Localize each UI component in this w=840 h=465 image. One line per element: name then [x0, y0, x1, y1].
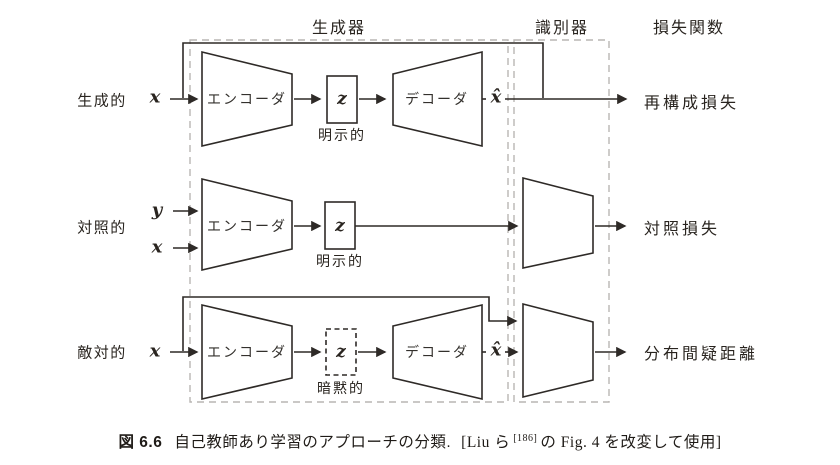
discriminator-column-header: 識別器: [534, 20, 590, 37]
row1-latent-box: [326, 75, 358, 124]
row1-output-xhat-symbol: x̂: [490, 86, 502, 108]
row3-output-xhat-symbol: x̂: [490, 339, 502, 361]
row2-input-x-symbol: x: [151, 236, 163, 258]
row2-input-y-symbol: y: [151, 199, 163, 221]
generator-column-header: 生成器: [311, 20, 367, 37]
row1-latent-note: 明示的: [318, 127, 366, 143]
caption-figure-number: 図 6.6: [118, 434, 163, 451]
row3-discriminator-trapezoid: [522, 302, 594, 399]
loss-function-column-header: 損失関数: [652, 20, 726, 37]
row1-decoder-trapezoid: [392, 50, 483, 148]
row3-category-label: 敵対的: [77, 344, 127, 362]
row3-encoder-label: エンコーダ: [207, 344, 287, 360]
row1-category-label: 生成的: [77, 92, 127, 110]
row3-latent-note: 暗黙的: [317, 380, 365, 396]
row2-loss-label: 対照損失: [644, 221, 721, 238]
row2-latent-z-symbol: z: [335, 216, 345, 236]
row3-latent-box-dashed: [325, 328, 357, 376]
row1-encoder-label: エンコーダ: [207, 91, 287, 107]
row2-encoder-label: エンコーダ: [207, 218, 287, 234]
row3-loss-label: 分布間疑距離: [644, 346, 759, 363]
row3-latent-z-symbol: z: [336, 342, 346, 362]
generator-region-box: [189, 39, 509, 403]
row2-category-label: 対照的: [77, 219, 127, 237]
row2-encoder-trapezoid: [201, 177, 293, 272]
caption-citation-pre: [Liu ら: [461, 434, 511, 451]
row2-latent-note: 明示的: [316, 253, 364, 269]
caption-citation-ref: [186]: [513, 432, 538, 444]
row3-decoder-trapezoid: [392, 303, 483, 401]
row1-loss-label: 再構成損失: [644, 95, 740, 112]
row2-latent-box: [324, 201, 356, 250]
caption-citation-post: の Fig. 4 を改変して使用]: [540, 434, 722, 451]
row1-skip-connection-line: [182, 42, 544, 98]
row3-input-x-symbol: x: [149, 340, 161, 362]
diagram-canvas: [170, 39, 628, 403]
row3-encoder-trapezoid: [201, 303, 293, 401]
row2-discriminator-trapezoid: [522, 176, 594, 269]
figure-caption: 図 6.6 自己教師あり学習のアプローチの分類. [Liu ら[186]の Fig.…: [0, 430, 840, 452]
row1-latent-z-symbol: z: [337, 89, 347, 109]
row3-decoder-label: デコーダ: [405, 344, 469, 360]
row1-encoder-trapezoid: [201, 50, 293, 148]
row1-input-x-symbol: x: [149, 86, 161, 108]
caption-text: 自己教師あり学習のアプローチの分類.: [174, 434, 452, 451]
row3-skip-to-discriminator-line: [182, 296, 518, 351]
row1-decoder-label: デコーダ: [405, 91, 469, 107]
caption-citation: [Liu ら[186]の Fig. 4 を改変して使用]: [461, 432, 722, 451]
